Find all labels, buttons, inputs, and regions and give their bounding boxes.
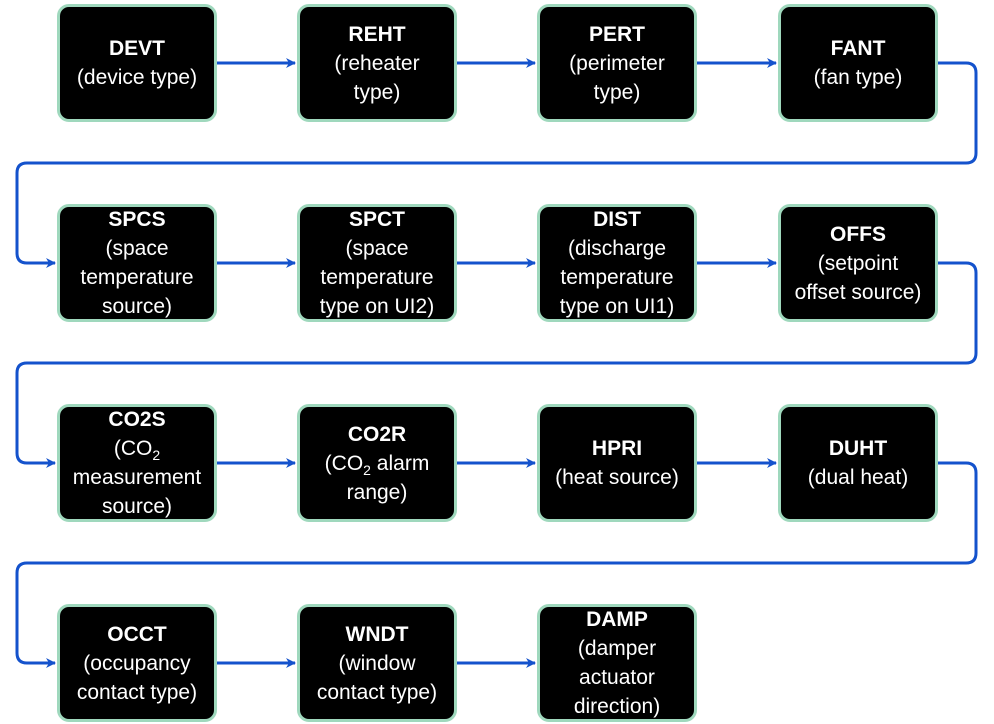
node-description: (device type) [76,66,198,89]
node-code: DEVT [108,37,165,60]
node-co2r: CO2R (CO2 alarm range) [297,404,457,522]
node-spct: SPCT (space temperature type on UI2) [297,204,457,322]
node-description: (space temperature type on UI2) [319,237,435,318]
node-fant: FANT (fan type) [778,4,938,122]
node-hpri: HPRI (heat source) [537,404,697,522]
node-code: REHT [348,22,406,46]
node-description: (damper actuator direction) [573,637,661,718]
node-code: DUHT [828,437,888,460]
node-description: (reheater type) [334,51,420,104]
node-wndt: WNDT (window contact type) [297,604,457,722]
node-description: (occupancy contact type) [76,651,198,704]
node-spcs: SPCS (space temperature source) [57,204,217,322]
node-code: PERT [588,22,645,46]
node-code: DIST [593,208,641,231]
node-duht: DUHT (dual heat) [778,404,938,522]
node-code: WNDT [345,622,409,646]
subscript: 2 [152,447,161,463]
arrow-connector-wrap [15,261,978,468]
node-code: OFFS [830,222,886,246]
node-description: (window contact type) [316,651,438,704]
node-offs: OFFS (setpoint offset source) [778,204,938,322]
node-reht: REHT (reheater type) [297,4,457,122]
node-description-part: (CO [113,437,153,460]
node-description: (dual heat) [807,466,909,489]
node-description: (space temperature source) [80,237,194,318]
node-code: SPCT [348,208,405,231]
arrow-connector-wrap [15,461,978,668]
node-description-part: measurement source) [72,466,202,518]
node-pert: PERT (perimeter type) [537,4,697,122]
node-occt: OCCT (occupancy contact type) [57,604,217,722]
node-description: (discharge temperature type on UI1) [559,237,675,318]
node-code: DAMP [586,608,648,631]
node-code: SPCS [108,208,166,231]
node-dist: DIST (discharge temperature type on UI1) [537,204,697,322]
node-code: HPRI [591,437,643,460]
node-description: (fan type) [813,66,903,89]
node-code: OCCT [107,622,167,646]
node-description: (CO2 measurement source) [73,434,201,521]
arrow-connector-wrap [15,61,978,268]
node-devt: DEVT (device type) [57,4,217,122]
node-description-part: alarm range) [346,451,430,504]
node-damp: DAMP (damper actuator direction) [537,604,697,722]
node-co2s: CO2S (CO2 measurement source) [57,404,217,522]
subscript: 2 [363,461,371,478]
node-description: (CO2 alarm range) [325,449,430,507]
node-description: (perimeter type) [569,51,665,104]
node-code: CO2R [347,422,407,446]
node-code: FANT [830,37,886,60]
node-description: (setpoint offset source) [794,251,922,304]
node-code: CO2S [108,408,166,431]
node-description: (heat source) [555,466,679,489]
node-description-part: (CO [324,451,364,475]
